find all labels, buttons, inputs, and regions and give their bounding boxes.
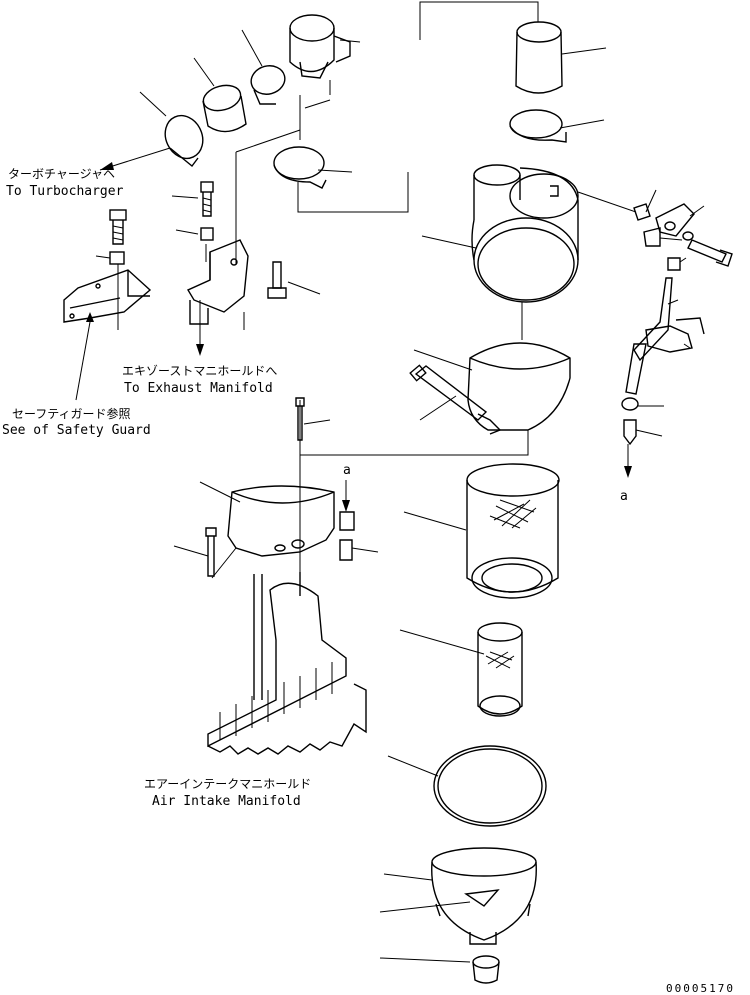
leader-frame-middle	[300, 430, 529, 456]
arrow-see-safety-guard	[75, 312, 94, 401]
arrow-ref-a-right	[624, 444, 632, 478]
union-bolt	[687, 239, 733, 267]
air-intake-manifold	[207, 572, 367, 755]
label-exhaust-manifold-en: To Exhaust Manifold	[124, 381, 273, 396]
arrow-ref-a-top	[342, 480, 350, 512]
elbow-pipe-top	[289, 14, 351, 79]
outer-filter-element	[466, 463, 560, 599]
bolt-bracket-right	[267, 261, 287, 299]
band-clamp	[467, 342, 571, 435]
label-exhaust-manifold-jp: エキゾーストマニホールドへ	[122, 364, 277, 378]
rubber-hose-right	[515, 21, 563, 94]
label-turbocharger-jp: ターボチャージャヘ	[8, 167, 115, 181]
hose-band	[667, 257, 681, 271]
leader-air-cleaner-axis	[521, 191, 637, 340]
label-safety-guard-jp: セーフティガード参照	[12, 406, 131, 421]
leader-frame-right	[419, 1, 539, 40]
drain-valve	[623, 419, 637, 446]
filter-support-bracket	[227, 485, 335, 557]
hose-clamp-middle	[250, 65, 286, 105]
bolt-bracket-left	[109, 209, 127, 245]
fitting-a	[339, 511, 355, 531]
label-ref-a-right: a	[620, 489, 628, 504]
evacuator-valve	[472, 955, 500, 984]
leader-bracket-lines	[117, 240, 245, 330]
arrow-to-exhaust-manifold	[196, 300, 204, 356]
plug-fitting	[339, 539, 353, 561]
leader-frame-manifold	[211, 400, 301, 579]
nut-fitting	[633, 203, 651, 221]
spacer-left	[109, 251, 125, 265]
label-intake-manifold-jp: エアーインテークマニホールド	[144, 777, 311, 791]
leader-connector-top	[235, 80, 409, 265]
air-cleaner-body	[471, 164, 579, 303]
spacer-center	[200, 227, 214, 241]
bolt-band-clamp	[409, 364, 488, 421]
drawing-code: 00005170	[666, 982, 735, 995]
hose-clamp-drain	[645, 317, 705, 353]
safety-guard-bracket	[63, 269, 152, 323]
hose-clamp-right	[509, 109, 567, 143]
o-ring	[433, 745, 547, 827]
hose-clamp-left	[164, 114, 204, 168]
mounting-bracket	[186, 239, 249, 325]
bolt-bracket-center	[200, 181, 214, 217]
inner-filter-element	[477, 622, 523, 717]
leader-lines	[95, 29, 705, 963]
air-cleaner-cover	[431, 847, 537, 945]
label-safety-guard-en: See of Safety Guard	[2, 423, 151, 438]
arrow-to-turbocharger	[99, 147, 171, 171]
label-turbocharger-en: To Turbocharger	[6, 184, 124, 199]
label-ref-a-top: a	[343, 463, 351, 478]
ring-drain	[621, 397, 639, 411]
bolt-manifold-left	[205, 527, 217, 577]
union-bracket	[655, 203, 695, 241]
hose-clamp-center	[273, 146, 327, 189]
label-intake-manifold-en: Air Intake Manifold	[152, 794, 301, 809]
elbow-fitting	[643, 227, 661, 247]
rubber-hose-left	[202, 84, 247, 133]
drain-hose	[625, 277, 673, 395]
